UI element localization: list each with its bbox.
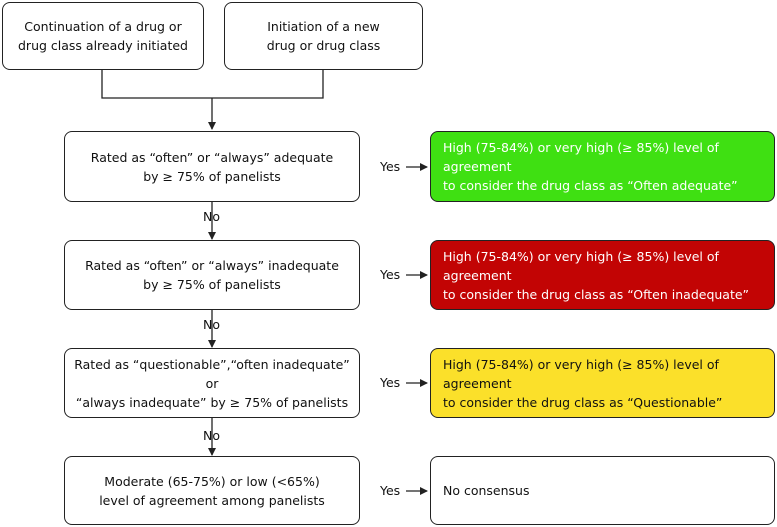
continuation-text: Continuation of a drug or drug class alr… (18, 19, 188, 53)
outcome-box-often-inadequate: High (75-84%) or very high (≥ 85%) level… (430, 240, 775, 310)
outcome-text: High (75-84%) or very high (≥ 85%) level… (443, 248, 750, 302)
outcome-text: No consensus (443, 483, 530, 498)
yes-label: Yes (380, 267, 401, 282)
criterion-text: Rated as “questionable”,“often inadequat… (74, 356, 350, 410)
no-label: No (203, 428, 220, 443)
criterion-text: Moderate (65-75%) or low (<65%) level of… (99, 473, 325, 508)
yes-label: Yes (380, 375, 401, 390)
criterion-box-often-adequate: Rated as “often” or “always” adequate by… (64, 131, 360, 202)
outcome-box-questionable: High (75-84%) or very high (≥ 85%) level… (430, 348, 775, 418)
criterion-box-moderate-low: Moderate (65-75%) or low (<65%) level of… (64, 456, 360, 525)
initiation-text: Initiation of a new drug or drug class (266, 19, 381, 53)
yes-label: Yes (380, 159, 401, 174)
start-merge-line (101, 70, 324, 99)
initiation-box: Initiation of a new drug or drug class (224, 2, 423, 70)
no-label: No (203, 209, 220, 224)
no-label: No (203, 317, 220, 332)
criterion-box-questionable: Rated as “questionable”,“often inadequat… (64, 348, 360, 418)
outcome-text: High (75-84%) or very high (≥ 85%) level… (443, 356, 723, 410)
outcome-box-no-consensus: No consensus (430, 456, 775, 525)
criterion-box-often-inadequate: Rated as “often” or “always” inadequate … (64, 240, 360, 310)
criterion-text: Rated as “often” or “always” adequate by… (90, 149, 334, 184)
outcome-text: High (75-84%) or very high (≥ 85%) level… (443, 140, 738, 193)
yes-label: Yes (380, 483, 401, 498)
outcome-box-often-adequate: High (75-84%) or very high (≥ 85%) level… (430, 131, 775, 202)
continuation-box: Continuation of a drug or drug class alr… (2, 2, 204, 70)
criterion-text: Rated as “often” or “always” inadequate … (85, 258, 339, 292)
